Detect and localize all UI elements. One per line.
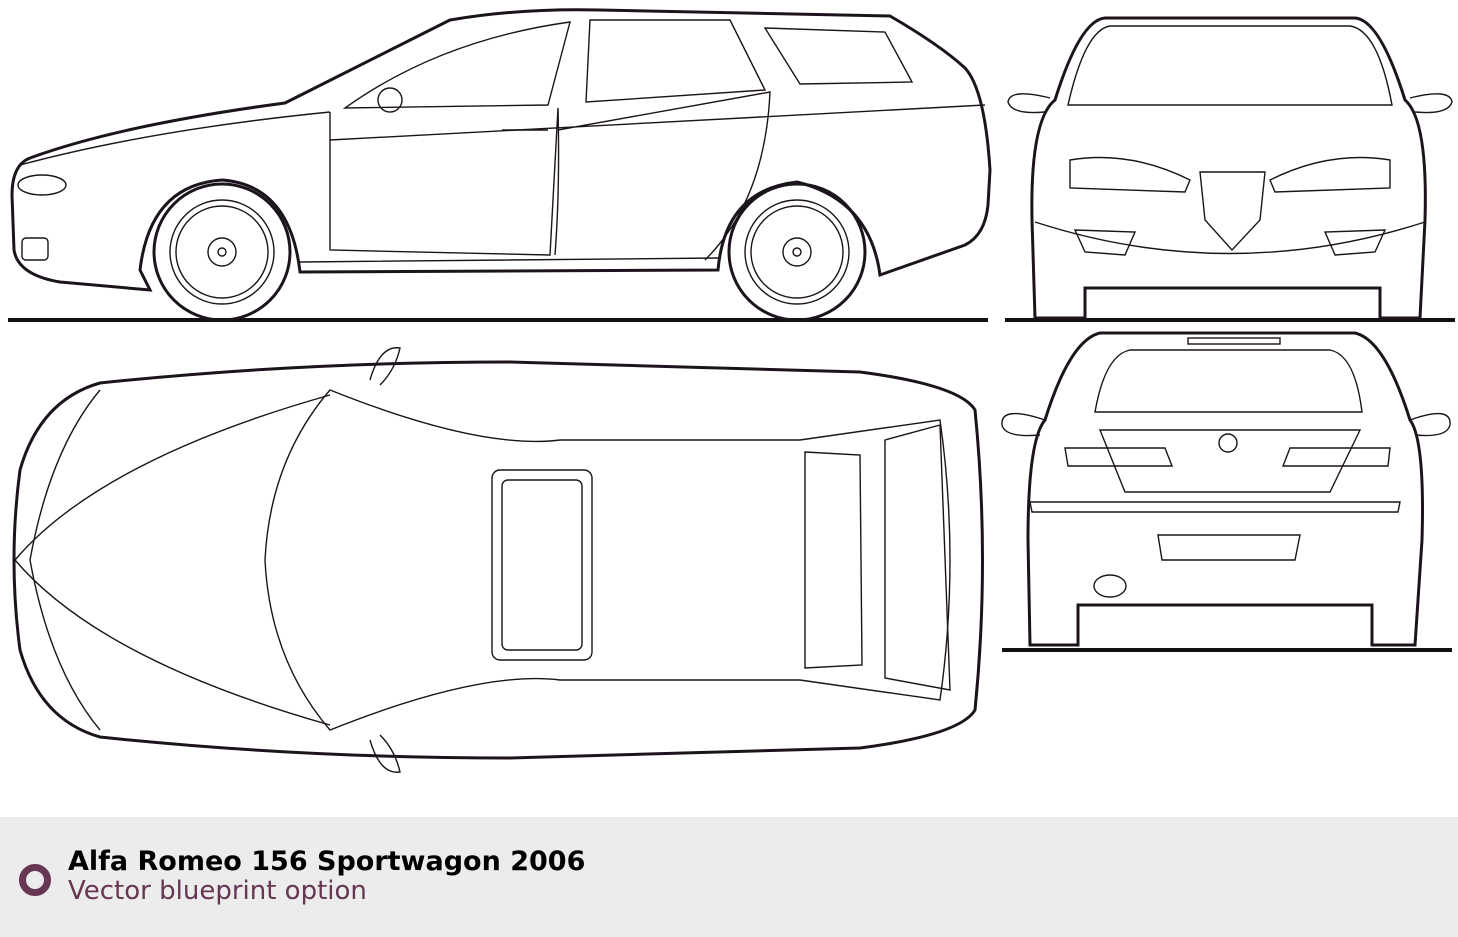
windshield (1067, 25, 1393, 106)
front-bumper-line (1034, 221, 1426, 255)
sunroof-glass (501, 479, 583, 651)
side-foglight (21, 237, 49, 261)
rear-mirrors (1001, 412, 1451, 437)
top-body-outline (12, 360, 984, 760)
third-brake-light (1187, 337, 1281, 345)
headlights (1069, 156, 1391, 193)
rear-wheel (727, 182, 867, 322)
side-windows (342, 19, 914, 109)
front-view (1005, 16, 1455, 322)
front-mirrors (1007, 93, 1453, 114)
top-hood-lines (14, 389, 331, 731)
rear-bumper (1029, 501, 1401, 561)
side-sill (299, 257, 719, 273)
rear-window (1094, 349, 1363, 413)
side-mirror (377, 87, 403, 113)
top-rear-window (804, 424, 951, 691)
rear-badge (1218, 433, 1238, 453)
side-headlight (17, 174, 67, 196)
rear-view (1001, 331, 1452, 652)
side-door-lines (19, 91, 986, 261)
blueprint-subtitle: Vector blueprint option (68, 876, 367, 906)
top-view (12, 347, 984, 773)
tail-lights (1064, 447, 1391, 467)
sunroof (491, 469, 593, 661)
top-greenhouse (264, 389, 951, 731)
tailgate (1098, 429, 1362, 493)
caption-bar (0, 817, 1458, 937)
front-wheel (152, 182, 292, 322)
grille (1199, 171, 1266, 252)
side-view (8, 8, 992, 322)
car-blueprint (8, 8, 1455, 773)
ring-bullet-icon (19, 864, 51, 896)
top-mirrors (369, 347, 401, 773)
side-body-outline (10, 8, 992, 292)
front-body-outline (1030, 16, 1427, 320)
rear-body-outline (1026, 331, 1424, 647)
blueprint-title: Alfa Romeo 156 Sportwagon 2006 (68, 846, 586, 877)
exhaust-pipe (1093, 574, 1127, 598)
fog-lights (1073, 229, 1387, 256)
